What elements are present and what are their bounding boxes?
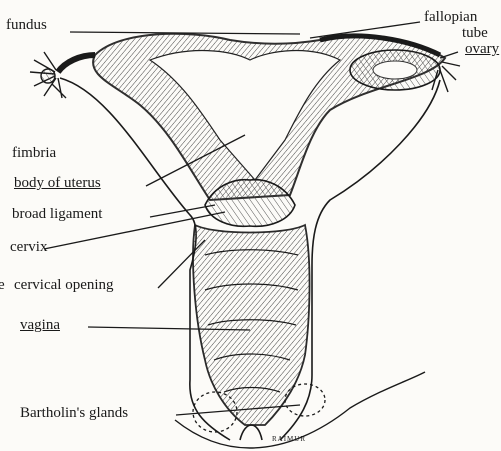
label-cut-e: e [0, 278, 5, 293]
label-ovary: ovary [465, 42, 499, 57]
label-fimbria: fimbria [12, 146, 56, 161]
label-cervix: cervix [10, 240, 47, 255]
label-fallopian-tube-line1: fallopian [424, 10, 477, 25]
vaginal-opening [240, 425, 262, 440]
vagina-canal [193, 225, 309, 425]
label-broad-ligament: broad ligament [12, 207, 102, 222]
label-fundus: fundus [6, 18, 47, 33]
label-body-of-uterus: body of uterus [14, 176, 101, 191]
label-vagina: vagina [20, 318, 60, 333]
label-fallopian-tube-line2: tube [462, 26, 488, 41]
label-bartholins-glands: Bartholin's glands [20, 406, 128, 421]
label-cervical-opening: cervical opening [14, 278, 114, 293]
artist-signature: RAIMUR [272, 436, 306, 443]
left-fallopian-tube [58, 55, 95, 72]
fimbria-left [30, 52, 62, 98]
